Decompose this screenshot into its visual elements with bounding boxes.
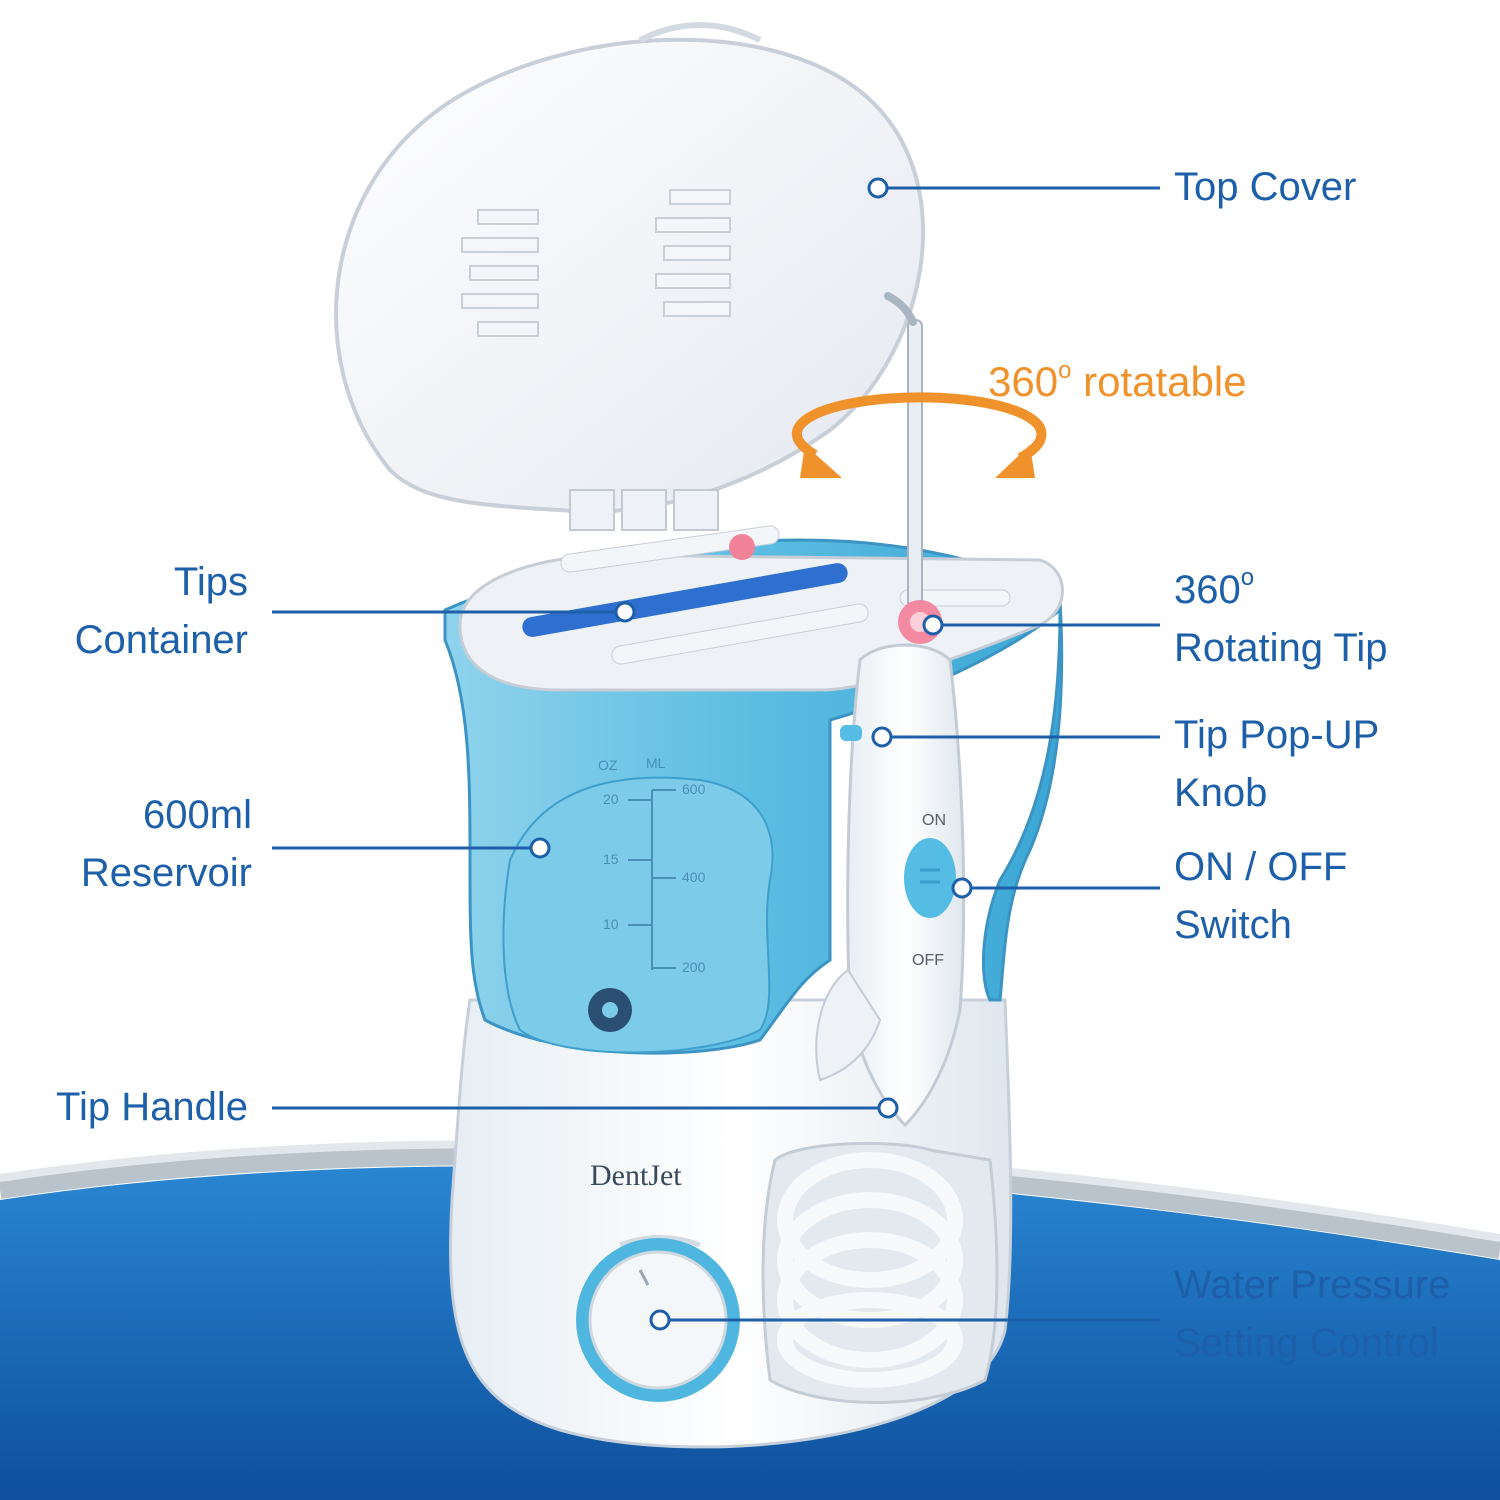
scale-oz-tick-10: 10 [603,916,619,932]
rotatable-text: rotatable [1071,358,1247,405]
label-tips-container-line1: Tips [173,560,248,604]
label-pressure-line1: Water Pressure [1174,1263,1451,1307]
label-popup-knob-line1: Tip Pop-UP [1174,713,1380,757]
label-switch-line2: Switch [1174,903,1292,947]
label-rotating-tip-line2: Rotating Tip [1174,626,1388,670]
hose-bay [761,1141,999,1404]
brand-logo: DentJet [590,1159,682,1192]
rotatable-number: 360 [988,358,1059,405]
rotating-tip-number: 360 [1174,568,1241,612]
switch-on-marking: ON [922,812,946,829]
scale-ml-tick-400: 400 [682,869,706,885]
switch-off-marking: OFF [912,952,944,969]
rotating-tip-degree: o [1240,564,1255,591]
label-reservoir-line1: 600ml [143,793,252,837]
label-top-cover-text: Top Cover [1174,165,1357,209]
label-reservoir-line2: Reservoir [80,851,252,895]
rotation-arrow-icon [791,392,1047,478]
label-pressure-line2: Setting Control [1174,1321,1439,1365]
label-tip-handle: Tip Handle [56,1078,248,1136]
label-rotatable: 360o rotatable [988,358,1247,406]
scale-ml-tick-600: 600 [682,781,706,797]
label-popup-knob: Tip Pop-UP Knob [1174,706,1379,822]
label-popup-knob-line2: Knob [1174,771,1268,815]
callout-lines [272,177,1160,1331]
label-reservoir: 600ml Reservoir [81,786,252,902]
scale-oz-tick-15: 15 [603,851,619,867]
scale-oz-label: OZ [598,757,618,773]
rotatable-degree: o [1058,357,1072,384]
label-switch: ON / OFF Switch [1174,838,1347,954]
label-rotating-tip: 360o Rotating Tip [1174,561,1387,677]
label-pressure: Water Pressure Setting Control [1174,1256,1450,1372]
label-top-cover: Top Cover [1174,158,1356,216]
scale-ml-tick-200: 200 [682,959,706,975]
label-tip-handle-text: Tip Handle [56,1085,248,1129]
label-tips-container: Tips Container [75,553,248,669]
scale-oz-tick-20: 20 [603,791,619,807]
top-cover [334,22,925,531]
label-tips-container-line2: Container [74,618,248,662]
pump-impeller-icon [588,988,632,1032]
label-switch-line1: ON / OFF [1174,845,1348,889]
device-body: OZ ML 20 15 10 600 400 200 DentJet [443,525,1064,1449]
scale-ml-label: ML [646,755,666,771]
